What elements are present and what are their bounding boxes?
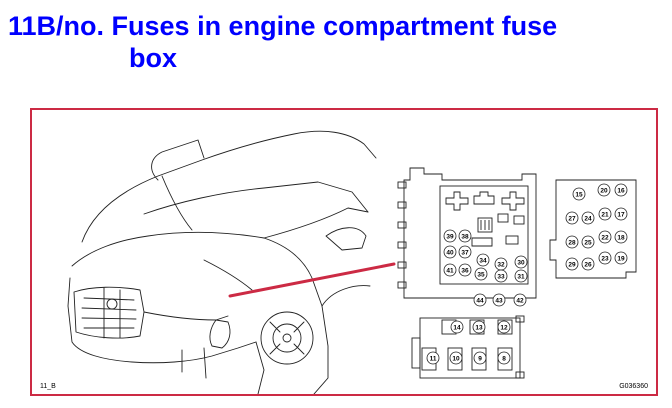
right-fuse-box <box>549 179 637 279</box>
fuse-26: 26 <box>581 257 595 271</box>
figure-ref-right: G036360 <box>619 383 648 390</box>
fuse-35: 35 <box>474 267 488 281</box>
svg-text:34: 34 <box>479 257 487 264</box>
svg-text:11: 11 <box>430 355 437 362</box>
lower-box-fuse-labels: 14 13 12 11 10 9 8 <box>426 320 511 365</box>
fuse-20: 20 <box>597 183 611 197</box>
svg-text:31: 31 <box>517 273 525 280</box>
fuse-25: 25 <box>581 235 595 249</box>
svg-text:15: 15 <box>575 191 583 198</box>
car-illustration <box>67 130 377 394</box>
svg-text:29: 29 <box>568 261 576 268</box>
fuse-11: 11 <box>426 351 440 365</box>
fuse-31: 31 <box>514 269 528 283</box>
fuse-23: 23 <box>598 251 612 265</box>
svg-text:24: 24 <box>584 215 592 222</box>
figure-frame: 39 38 40 37 41 36 34 35 32 33 30 31 44 4… <box>30 108 658 396</box>
fuse-39: 39 <box>443 229 457 243</box>
svg-text:13: 13 <box>475 324 483 331</box>
fuse-28: 28 <box>565 235 579 249</box>
svg-text:33: 33 <box>497 273 505 280</box>
fuse-27: 27 <box>565 211 579 225</box>
svg-text:35: 35 <box>477 271 485 278</box>
fuse-44: 44 <box>473 293 487 307</box>
fuse-box-diagram: 39 38 40 37 41 36 34 35 32 33 30 31 44 4… <box>67 130 637 394</box>
svg-text:43: 43 <box>495 297 503 304</box>
fuse-40: 40 <box>443 245 457 259</box>
figure-ref-left: 11_B <box>40 383 56 390</box>
right-box-fuse-labels: 15 20 16 27 24 21 17 28 25 22 18 29 26 2… <box>565 183 628 271</box>
svg-text:25: 25 <box>584 239 592 246</box>
fuse-18: 18 <box>614 230 628 244</box>
svg-text:27: 27 <box>568 215 576 222</box>
svg-text:20: 20 <box>600 187 608 194</box>
fuse-29: 29 <box>565 257 579 271</box>
fuse-30: 30 <box>514 255 528 269</box>
title-line-2: box <box>129 43 178 73</box>
svg-text:40: 40 <box>446 249 454 256</box>
svg-text:41: 41 <box>446 267 454 274</box>
title-line-1: 11B/no. Fuses in engine compartment fuse <box>8 11 558 41</box>
fuse-12: 12 <box>497 320 511 334</box>
svg-text:30: 30 <box>517 259 525 266</box>
fuse-43: 43 <box>492 293 506 307</box>
fuse-21: 21 <box>598 207 612 221</box>
fuse-34: 34 <box>476 253 490 267</box>
pointer-line <box>228 262 396 298</box>
fuse-10: 10 <box>449 351 463 365</box>
svg-text:19: 19 <box>617 255 625 262</box>
svg-text:17: 17 <box>617 211 625 218</box>
fuse-8: 8 <box>497 351 511 365</box>
fuse-41: 41 <box>443 263 457 277</box>
fuse-15: 15 <box>572 187 586 201</box>
main-fuse-box <box>397 167 537 299</box>
fuse-16: 16 <box>614 183 628 197</box>
svg-text:8: 8 <box>502 355 506 362</box>
svg-text:38: 38 <box>461 233 469 240</box>
fuse-9: 9 <box>473 351 487 365</box>
fuse-13: 13 <box>472 320 486 334</box>
svg-text:16: 16 <box>617 187 625 194</box>
fuse-24: 24 <box>581 211 595 225</box>
fuse-17: 17 <box>614 207 628 221</box>
fuse-42: 42 <box>513 293 527 307</box>
svg-text:23: 23 <box>601 255 609 262</box>
main-box-fuse-labels: 39 38 40 37 41 36 34 35 32 33 30 31 44 4… <box>443 229 528 307</box>
lower-fuse-box <box>411 315 525 379</box>
svg-text:37: 37 <box>461 249 469 256</box>
svg-text:10: 10 <box>452 355 460 362</box>
svg-text:21: 21 <box>601 211 609 218</box>
fuse-36: 36 <box>458 263 472 277</box>
fuse-32: 32 <box>494 257 508 271</box>
svg-text:18: 18 <box>617 234 625 241</box>
fuse-14: 14 <box>450 320 464 334</box>
svg-text:44: 44 <box>476 297 484 304</box>
page-title: 11B/no. Fuses in engine compartment fuse… <box>8 10 557 74</box>
fuse-38: 38 <box>458 229 472 243</box>
fuse-37: 37 <box>458 245 472 259</box>
fuse-19: 19 <box>614 251 628 265</box>
fuse-22: 22 <box>598 230 612 244</box>
svg-text:14: 14 <box>453 324 461 331</box>
svg-text:32: 32 <box>497 261 505 268</box>
svg-text:22: 22 <box>601 234 609 241</box>
svg-text:26: 26 <box>584 261 592 268</box>
svg-text:9: 9 <box>478 355 482 362</box>
svg-text:42: 42 <box>516 297 524 304</box>
svg-text:28: 28 <box>568 239 576 246</box>
svg-text:36: 36 <box>461 267 469 274</box>
fuse-33: 33 <box>494 269 508 283</box>
svg-text:12: 12 <box>500 324 508 331</box>
svg-text:39: 39 <box>446 233 454 240</box>
